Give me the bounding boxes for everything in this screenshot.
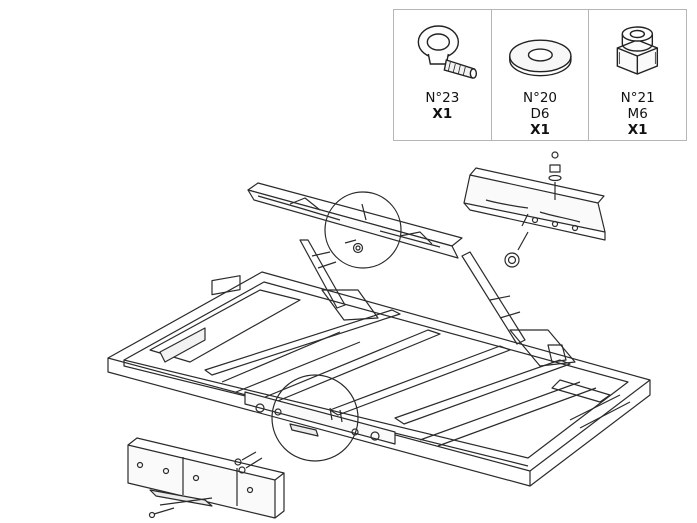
center-joint <box>244 391 396 445</box>
panel-detail-zoom <box>463 151 606 268</box>
part-quantity: X1 <box>432 106 453 122</box>
detail-circle-joint <box>271 374 359 462</box>
part-cell-23: N°23 X1 <box>394 10 492 140</box>
part-quantity: X1 <box>530 122 550 138</box>
joint-detail-zoom <box>127 437 285 519</box>
detail-circle-panel <box>324 191 402 269</box>
bed-frame <box>107 271 651 487</box>
part-cell-20: N°20 D6 X1 <box>492 10 590 140</box>
part-number: N°23 <box>425 90 460 106</box>
part-quantity: X1 <box>627 122 648 138</box>
gas-struts <box>299 239 576 367</box>
eye-bolt-icon <box>417 25 478 79</box>
bed-frame-assembly-diagram <box>107 151 651 519</box>
part-size: D6 <box>530 106 550 122</box>
eye-bolt-in-panel <box>344 203 367 254</box>
washer-icon <box>508 39 572 77</box>
part-number: N°20 <box>522 90 558 106</box>
part-cell-21: N°21 M6 X1 <box>589 10 686 140</box>
cross-slats <box>204 309 597 447</box>
part-number: N°21 <box>620 90 655 106</box>
nut-icon <box>616 26 659 75</box>
part-size: M6 <box>627 106 648 122</box>
lift-panel <box>247 182 463 259</box>
parts-table: N°23 X1 N°20 D6 X1 <box>393 9 687 141</box>
